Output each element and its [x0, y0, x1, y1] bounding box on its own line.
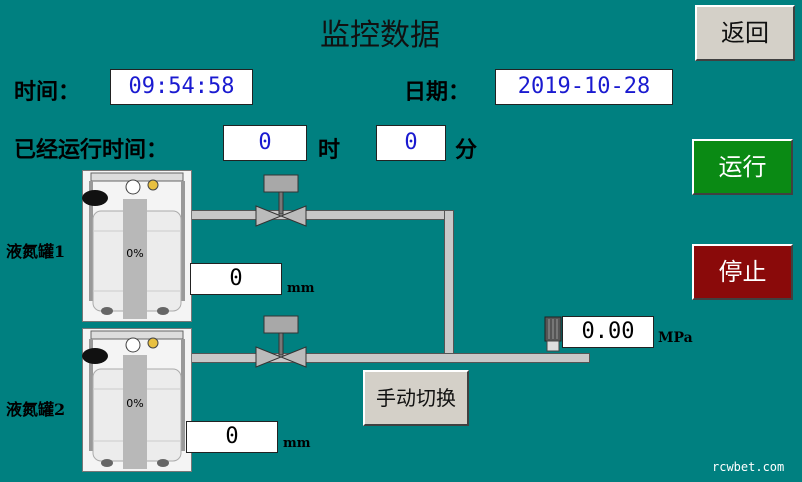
watermark: rcwbet.com [712, 460, 785, 474]
tank-2-level-value: 0 [186, 421, 278, 453]
tank-2-graphic: 0% [82, 328, 192, 472]
date-value: 2019-10-28 [495, 69, 673, 105]
runtime-minutes-unit: 分 [455, 138, 478, 163]
tank-1-level-unit: mm [287, 281, 315, 296]
date-label: 日期： [404, 80, 471, 105]
manual-switch-button[interactable]: 手动切换 [363, 370, 469, 426]
runtime-minutes-value: 0 [376, 125, 446, 161]
run-button[interactable]: 运行 [692, 139, 793, 195]
pressure-unit: MPa [658, 330, 693, 346]
time-label: 时间： [14, 80, 81, 105]
pipe-tank1-horizontal [186, 210, 454, 220]
stop-button[interactable]: 停止 [692, 244, 793, 300]
time-value: 09:54:58 [110, 69, 253, 105]
pressure-value: 0.00 [562, 316, 654, 348]
runtime-label: 已经运行时间： [14, 138, 169, 163]
runtime-hours-value: 0 [223, 125, 307, 161]
valve-2-icon [255, 315, 307, 368]
tank-2-level-bar [123, 355, 147, 469]
back-button[interactable]: 返回 [695, 5, 795, 61]
pressure-sensor-icon [544, 316, 562, 352]
tank-2-gauge-icon [82, 348, 108, 364]
tank-1-level-percent: 0% [126, 247, 144, 260]
tank-2-level-unit: mm [283, 436, 311, 451]
tank-1-graphic: 0% [82, 170, 192, 322]
pipe-vertical-riser [444, 210, 454, 362]
tank-2-level-percent: 0% [126, 397, 144, 410]
pipe-main-line [186, 353, 590, 363]
valve-1-icon [255, 174, 307, 227]
tank-1-gauge-icon [82, 190, 108, 206]
tank-1-level-bar [123, 199, 147, 319]
page-title: 监控数据 [320, 18, 440, 53]
runtime-hours-unit: 时 [318, 138, 341, 163]
tank-1-level-value: 0 [190, 263, 282, 295]
tank-2-label: 液氮罐2 [6, 400, 66, 419]
tank-1-label: 液氮罐1 [6, 242, 66, 261]
